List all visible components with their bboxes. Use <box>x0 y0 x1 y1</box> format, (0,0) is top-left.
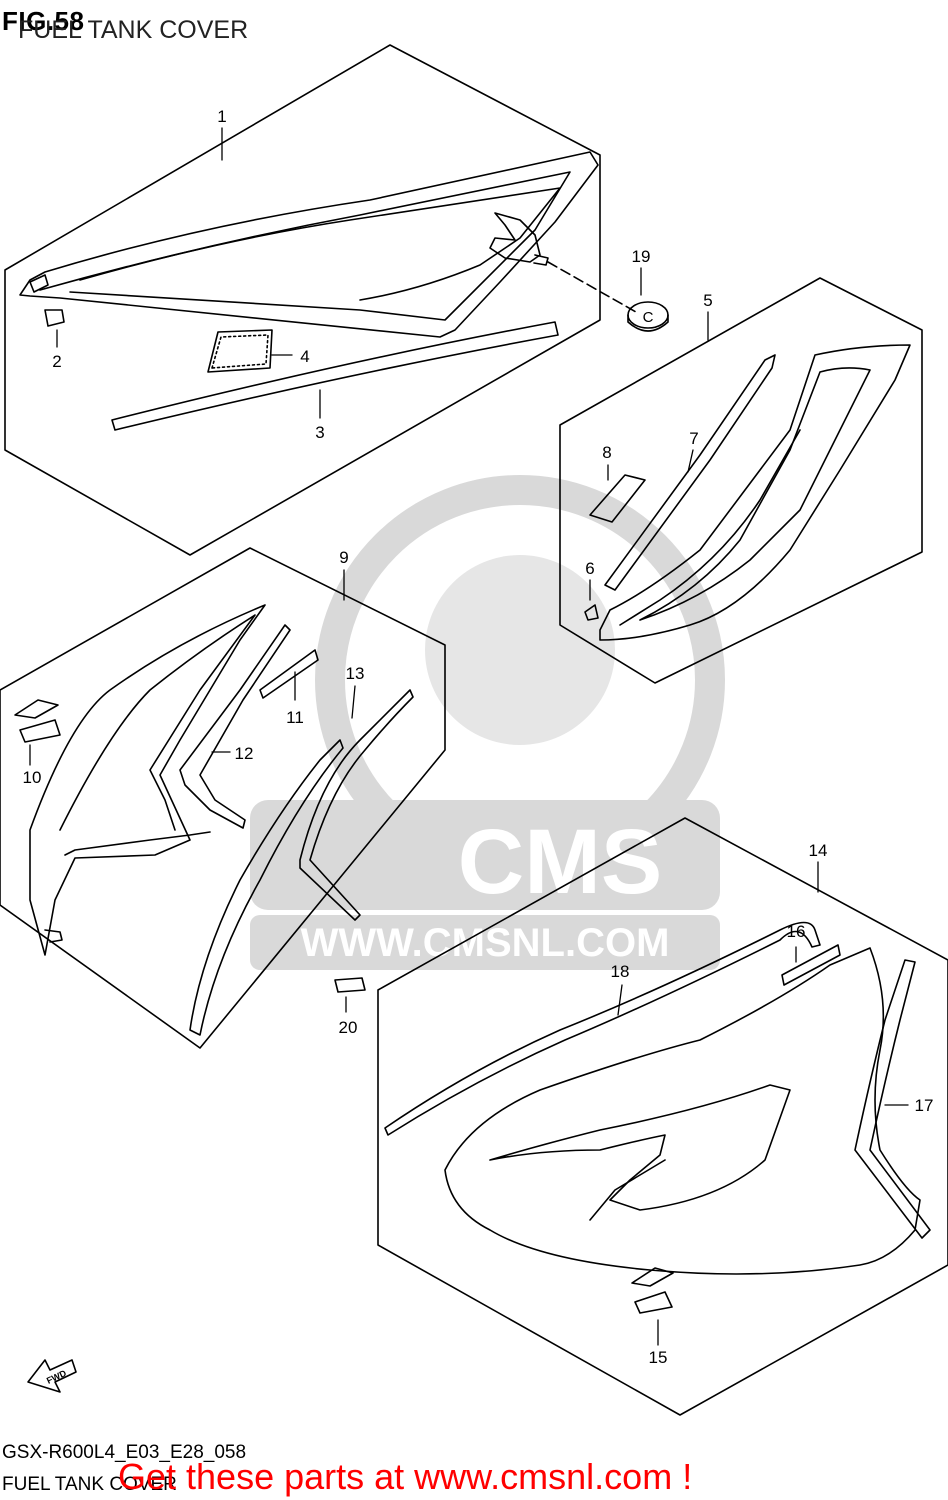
callout-14: 14 <box>809 841 828 860</box>
figure-title: FUEL TANK COVER <box>18 16 249 44</box>
callout-6: 6 <box>585 559 594 578</box>
callout-2: 2 <box>52 352 61 371</box>
part-13-trim-back <box>189 739 344 1036</box>
group-box-part-5 <box>559 277 923 684</box>
part-15-emblem <box>631 1267 674 1314</box>
callout-11: 11 <box>286 708 304 727</box>
callout-8: 8 <box>602 443 611 462</box>
part-10-emblem <box>14 699 61 743</box>
part-5-side-cover <box>599 344 911 641</box>
part-2-clip <box>44 309 65 327</box>
callout-15: 15 <box>649 1348 668 1367</box>
watermark-url: WWW.CMSNL.COM <box>301 921 670 965</box>
part-20-fastener <box>334 977 366 993</box>
figure-number: FIG.58 <box>2 6 85 36</box>
callout-4: 4 <box>300 347 309 366</box>
callout-19: 19 <box>632 247 651 266</box>
part-6-clip <box>584 604 599 621</box>
callout-12: 12 <box>235 744 254 763</box>
callout-10: 10 <box>23 768 42 787</box>
callout-1: 1 <box>217 107 226 126</box>
footer-title: FUEL TANK COVER <box>2 1474 177 1495</box>
part-11-strip <box>259 649 319 699</box>
callout-17: 17 <box>915 1096 934 1115</box>
part-12-trim <box>179 624 291 829</box>
diagram-code: GSX-R600L4_E03_E28_058 <box>2 1442 247 1463</box>
callout-20: 20 <box>339 1018 358 1037</box>
part-17-trim <box>854 959 931 1239</box>
part-13-trim <box>299 689 414 921</box>
fwd-arrow-icon <box>27 1359 77 1393</box>
part-9-side-panel <box>29 604 266 956</box>
callout-13: 13 <box>346 664 365 683</box>
callout-3: 3 <box>315 423 324 442</box>
group-box-part-9 <box>0 547 446 1049</box>
cmsnl-watermark: CMS WWW.CMSNL.COM <box>250 475 725 970</box>
part-4-pad <box>207 329 273 373</box>
callout-5: 5 <box>703 291 712 310</box>
callout-7: 7 <box>689 429 698 448</box>
part-1-tank-cover-frame <box>19 151 599 338</box>
callout-18: 18 <box>611 962 630 981</box>
part-16-strip <box>781 944 841 986</box>
watermark-brand: CMS <box>458 811 662 913</box>
part-8-pad <box>589 474 646 523</box>
group-box-part-1 <box>4 44 601 556</box>
callout-16: 16 <box>787 922 806 941</box>
part-3-strip <box>111 321 559 431</box>
part-14-side-cover <box>444 947 921 1275</box>
callout-9: 9 <box>339 548 348 567</box>
leader-lines <box>29 127 909 1346</box>
part-19-grommet <box>627 301 669 332</box>
part-19-letter: C <box>643 309 654 326</box>
promo-link[interactable]: Get these parts at www.cmsnl.com ! <box>118 1456 693 1497</box>
part-7-strip <box>604 354 776 591</box>
group-box-part-14 <box>377 817 948 1416</box>
part-18-trim <box>384 921 821 1136</box>
fwd-label: FWD <box>45 1368 68 1386</box>
